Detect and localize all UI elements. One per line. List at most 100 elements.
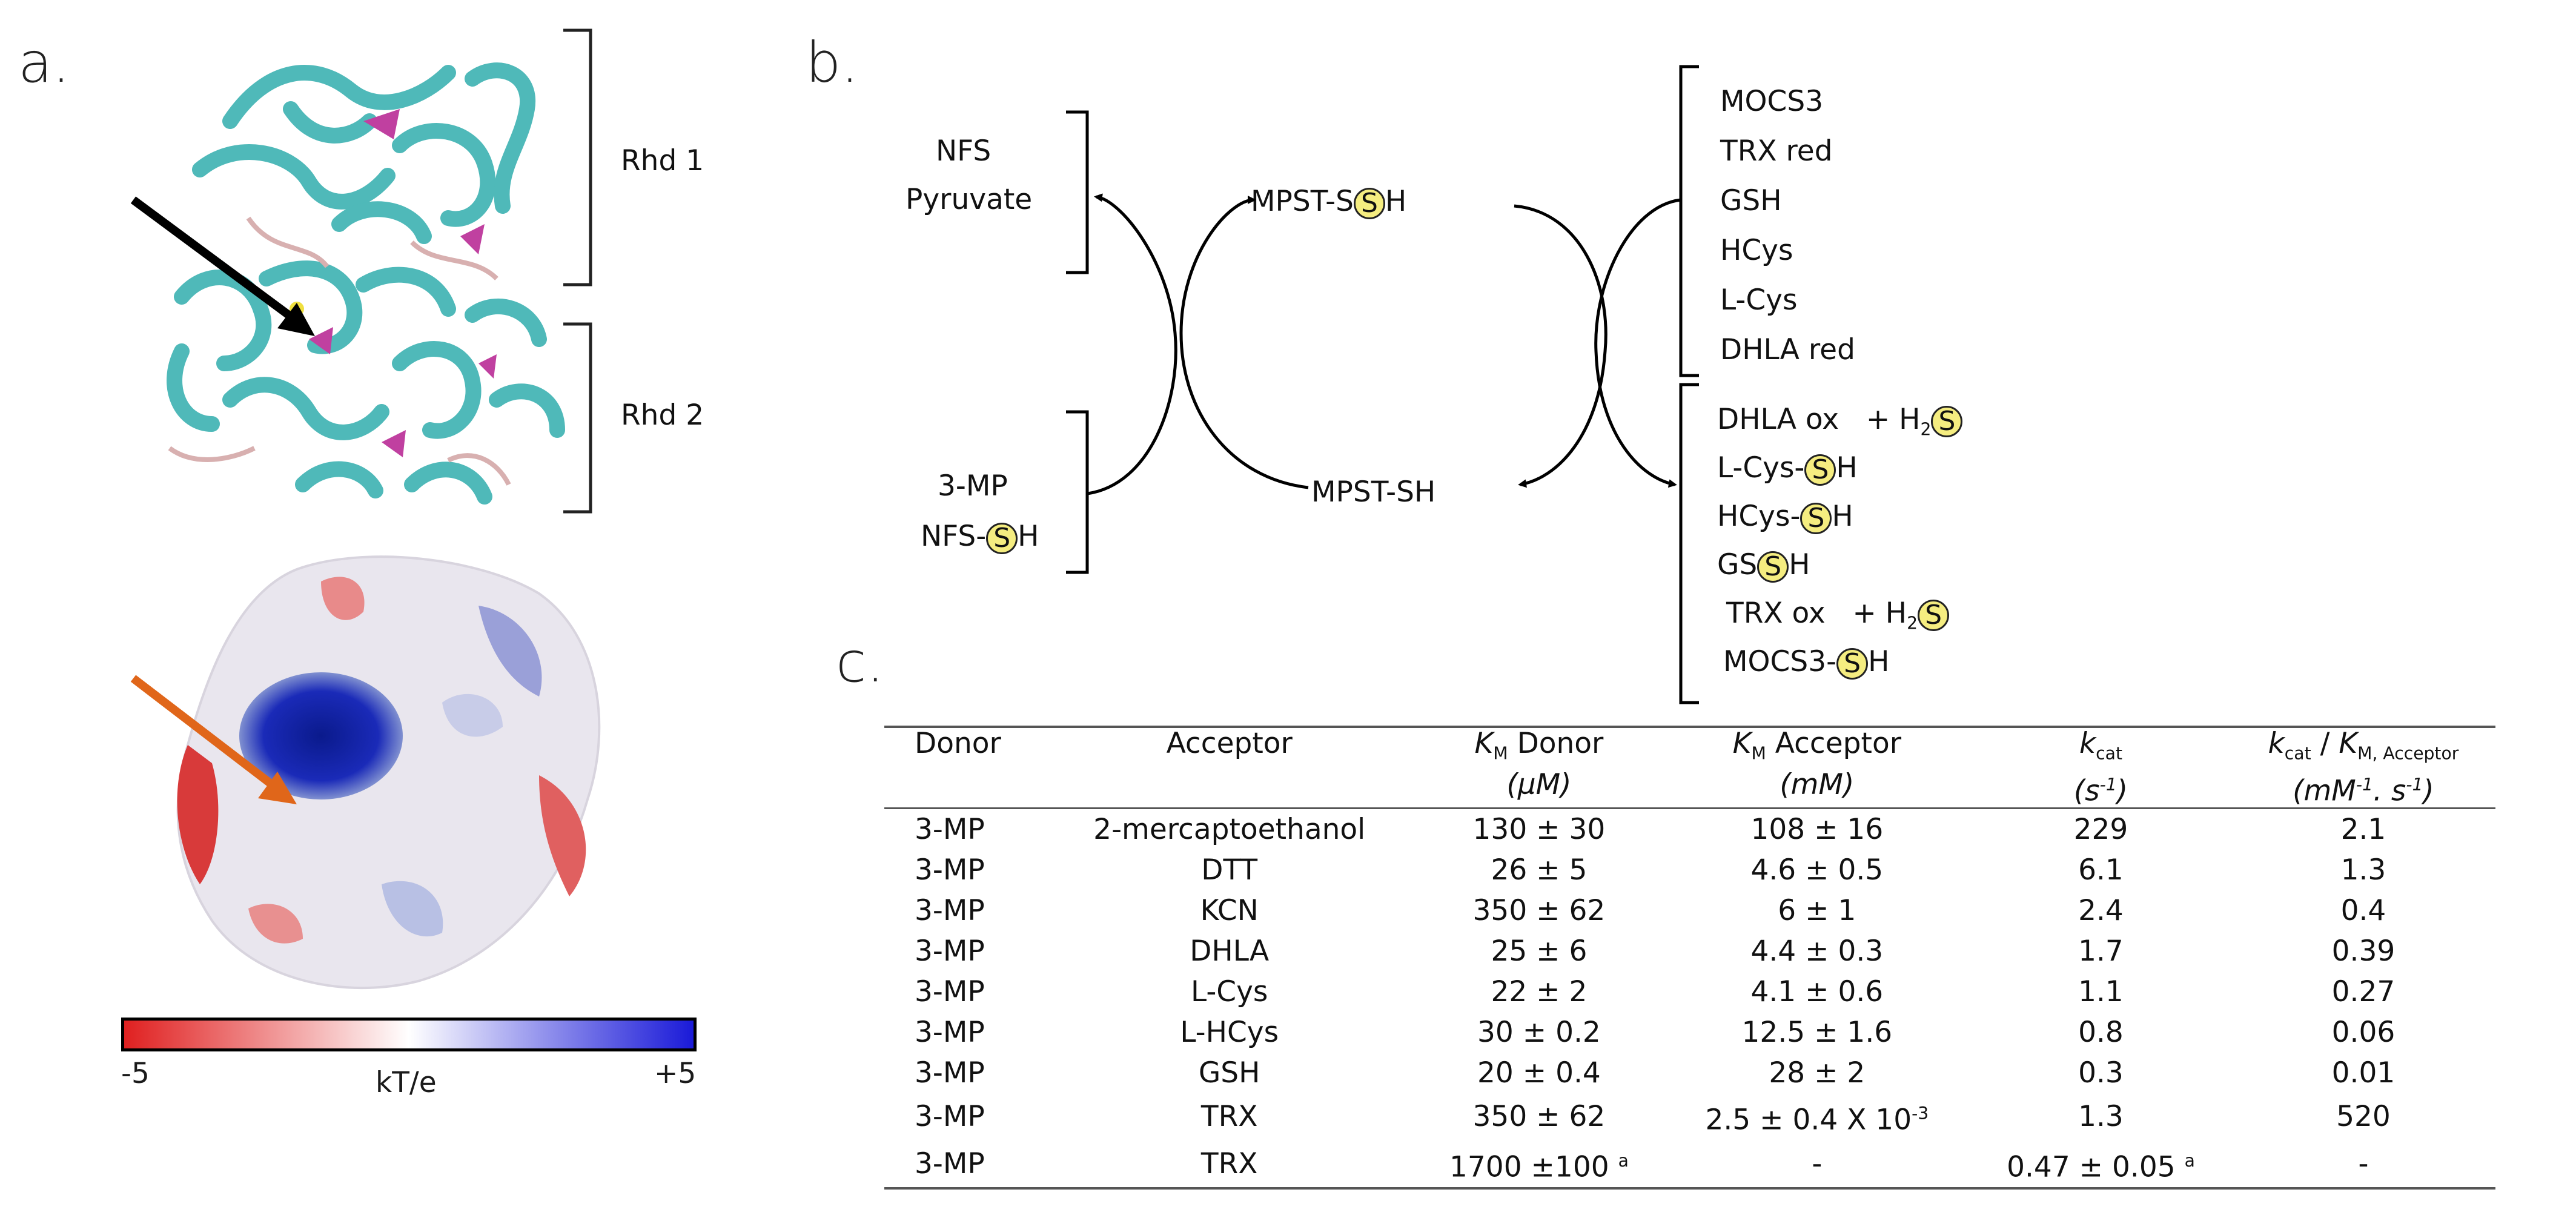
table-row: 3-MP TRX 350 ± 62 2.5 ± 0.4 X 10-3 1.3 5… [884, 1093, 2495, 1140]
cell-km-donor: 26 ± 5 [1491, 853, 1588, 887]
cell-donor: 3-MP [915, 1147, 985, 1181]
persulfide-sulfur-marker: S [1800, 502, 1832, 534]
persulfide-sulfur-marker: S [1804, 454, 1836, 486]
acceptor-trx-red: TRX red [1720, 134, 1833, 168]
product-nfs: NFS [936, 134, 992, 168]
header-donor: Donor [915, 727, 1001, 760]
cell-acceptor: TRX [1200, 1147, 1258, 1181]
electrostatic-colorbar [121, 1018, 697, 1051]
mpst-thiol: MPST-SH [1311, 475, 1436, 509]
cell-donor: 3-MP [915, 853, 985, 887]
cell-donor: 3-MP [915, 813, 985, 847]
unit-km-donor: (µM) [1506, 768, 1572, 802]
cell-kcat: 2.4 [2078, 894, 2124, 928]
domain-brackets [563, 28, 592, 514]
cell-kcat-km: 2.1 [2340, 813, 2386, 847]
cell-kcat-km: 0.06 [2331, 1016, 2396, 1050]
header-kcat: kcat [2079, 727, 2122, 764]
persulfide-sulfur-marker: S [1353, 187, 1385, 219]
cell-km-acceptor: 108 ± 16 [1750, 813, 1884, 847]
cell-kcat-km: 0.4 [2340, 894, 2386, 928]
cell-acceptor: L-HCys [1180, 1016, 1279, 1050]
product-pyruvate: Pyruvate [906, 183, 1033, 216]
cell-kcat-km: 0.39 [2331, 935, 2396, 968]
table-row: 3-MP 2-mercaptoethanol 130 ± 30 108 ± 16… [884, 809, 2495, 850]
cell-km-acceptor: 4.6 ± 0.5 [1750, 853, 1884, 887]
table-row: 3-MP DHLA 25 ± 6 4.4 ± 0.3 1.7 0.39 [884, 931, 2495, 971]
colorbar-min-label: -5 [121, 1057, 150, 1090]
cell-kcat-km: 0.01 [2331, 1056, 2396, 1090]
table-row: 3-MP TRX 1700 ±100 a - 0.47 ± 0.05 a - [884, 1140, 2495, 1189]
cell-donor: 3-MP [915, 975, 985, 1009]
cell-acceptor: L-Cys [1190, 975, 1268, 1009]
electrostatic-surface [176, 555, 601, 990]
table-row: 3-MP L-Cys 22 ± 2 4.1 ± 0.6 1.1 0.27 [884, 971, 2495, 1012]
persulfide-sulfur-marker: S [1836, 647, 1869, 680]
cell-kcat-km: 520 [2336, 1100, 2391, 1134]
table-units-row: (µM) (mM) (s-1) (mM-1. s-1) [884, 768, 2495, 809]
cell-km-acceptor: 4.1 ± 0.6 [1750, 975, 1884, 1009]
cell-km-acceptor: 2.5 ± 0.4 X 10-3 [1705, 1103, 1929, 1137]
cell-km-donor: 350 ± 62 [1472, 894, 1606, 928]
header-km-donor: KM Donor [1474, 727, 1604, 764]
cell-kcat-km: - [2358, 1147, 2369, 1181]
acceptor-mocs3: MOCS3 [1720, 85, 1824, 118]
cell-kcat-km: 0.27 [2331, 975, 2396, 1009]
colorbar-unit-label: kT/e [376, 1066, 437, 1099]
cell-km-donor: 25 ± 6 [1491, 935, 1588, 968]
cell-km-acceptor: 6 ± 1 [1778, 894, 1856, 928]
panel-c-letter: c. [836, 630, 884, 695]
cell-km-donor: 130 ± 30 [1472, 813, 1606, 847]
table-row: 3-MP KCN 350 ± 62 6 ± 1 2.4 0.4 [884, 890, 2495, 931]
sulfur-marker: S [1931, 405, 1963, 437]
active-site-arrow-orange [130, 675, 297, 804]
persulfide-sulfur-marker: S [1757, 551, 1789, 583]
unit-kcat: (s-1) [2073, 775, 2128, 809]
cell-km-acceptor: - [1812, 1147, 1823, 1181]
unit-km-acceptor: (mM) [1780, 768, 1855, 802]
cell-donor: 3-MP [915, 1100, 985, 1134]
cell-donor: 3-MP [915, 894, 985, 928]
cell-kcat: 1.1 [2078, 975, 2124, 1009]
cell-acceptor: DTT [1201, 853, 1258, 887]
header-kcat-km: kcat / KM, Acceptor [2268, 727, 2459, 764]
cell-km-donor: 350 ± 62 [1472, 1100, 1606, 1134]
cell-acceptor: 2-mercaptoethanol [1093, 813, 1366, 847]
donor-3mp: 3-MP [938, 469, 1008, 503]
cell-donor: 3-MP [915, 1056, 985, 1090]
cell-acceptor: DHLA [1190, 935, 1270, 968]
kinetics-table: Donor Acceptor KM Donor KM Acceptor kcat… [884, 726, 2495, 1190]
cell-acceptor: GSH [1198, 1056, 1260, 1090]
cell-kcat: 229 [2073, 813, 2128, 847]
header-km-acceptor: KM Acceptor [1732, 727, 1902, 764]
cell-km-acceptor: 4.4 ± 0.3 [1750, 935, 1884, 968]
cell-kcat: 1.7 [2078, 935, 2124, 968]
reaction-cycle-arrows [1066, 65, 1699, 704]
unit-kcat-km: (mM-1. s-1) [2293, 775, 2434, 809]
cell-donor: 3-MP [915, 1016, 985, 1050]
table-header-row: Donor Acceptor KM Donor KM Acceptor kcat… [884, 727, 2495, 769]
header-acceptor: Acceptor [1166, 727, 1293, 760]
cell-acceptor: KCN [1200, 894, 1259, 928]
acceptor-dhla-red: DHLA red [1720, 333, 1855, 366]
acceptor-gsh: GSH [1720, 184, 1782, 217]
cell-kcat-km: 1.3 [2340, 853, 2386, 887]
cell-kcat: 6.1 [2078, 853, 2124, 887]
table-row: 3-MP L-HCys 30 ± 0.2 12.5 ± 1.6 0.8 0.06 [884, 1012, 2495, 1053]
cell-kcat: 0.47 ± 0.05 a [2007, 1150, 2195, 1184]
cell-kcat: 0.8 [2078, 1016, 2124, 1050]
panel-a-letter: a. [18, 30, 70, 95]
cell-km-acceptor: 12.5 ± 1.6 [1741, 1016, 1893, 1050]
colorbar-max-label: +5 [654, 1057, 697, 1090]
acceptor-lcys: L-Cys [1720, 283, 1798, 317]
panel-b-letter: b. [806, 30, 859, 95]
cell-km-donor: 20 ± 0.4 [1477, 1056, 1601, 1090]
